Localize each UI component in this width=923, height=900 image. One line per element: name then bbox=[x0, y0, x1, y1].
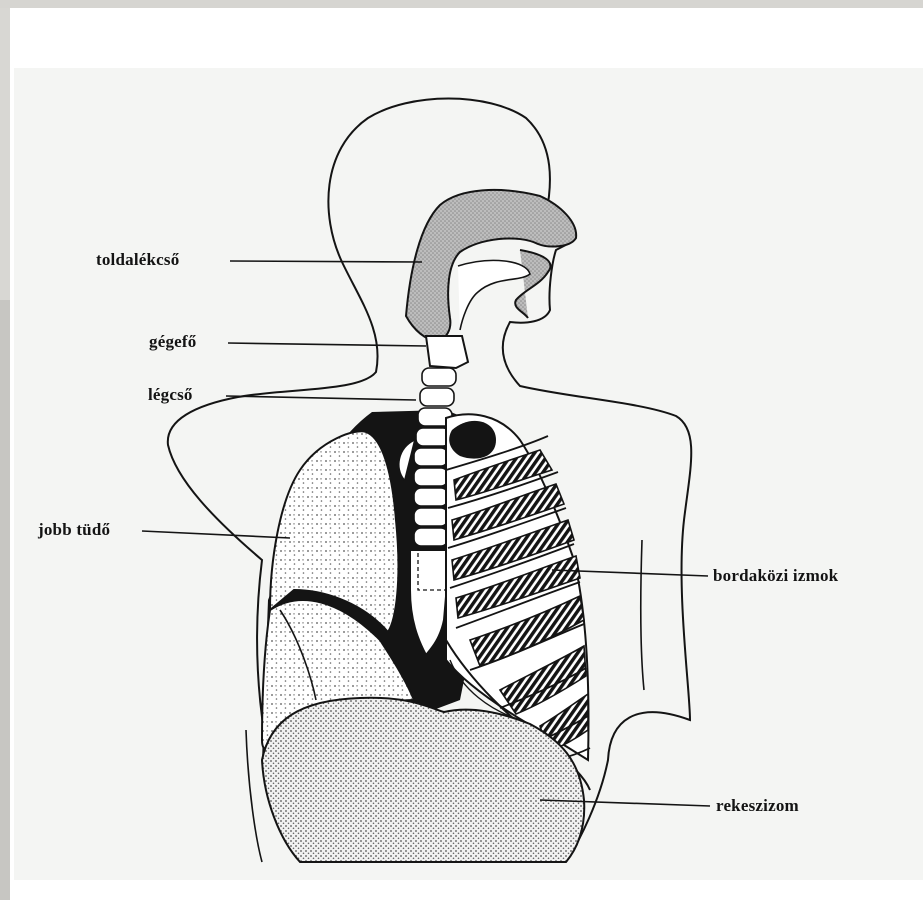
tongue bbox=[458, 260, 530, 330]
label-gegefo: gégefő bbox=[149, 332, 196, 352]
mouth bbox=[515, 250, 550, 318]
label-rekeszizom: rekeszizom bbox=[716, 796, 799, 816]
label-bordakozi-izmok: bordaközi izmok bbox=[713, 566, 838, 586]
larynx-shape bbox=[426, 336, 468, 368]
right-arm-line bbox=[641, 540, 644, 690]
label-jobb-tudo: jobb tüdő bbox=[38, 520, 110, 540]
label-toldalekcso: toldalékcső bbox=[96, 250, 179, 270]
abdomen-left-line bbox=[246, 730, 262, 862]
label-legcso: légcső bbox=[148, 385, 193, 405]
